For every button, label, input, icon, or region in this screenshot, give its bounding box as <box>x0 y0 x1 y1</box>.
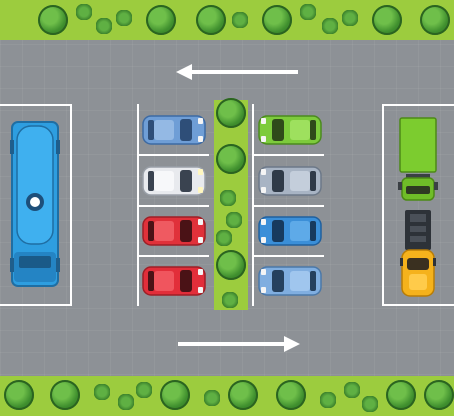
parking-line <box>137 255 209 257</box>
bush-icon <box>372 5 402 35</box>
bush-icon <box>160 380 190 410</box>
bush-icon <box>216 144 246 174</box>
plant-icon <box>320 392 336 408</box>
bush-icon <box>386 380 416 410</box>
car-sky-blue[interactable] <box>258 265 322 297</box>
car-light-blue[interactable] <box>142 114 206 146</box>
plant-icon <box>344 382 360 398</box>
car-green[interactable] <box>258 114 322 146</box>
tow-truck-yellow[interactable] <box>400 208 436 298</box>
plant-icon <box>222 292 238 308</box>
parking-line <box>137 154 209 156</box>
arrow-right-icon <box>176 334 300 359</box>
plant-icon <box>94 384 110 400</box>
parking-line <box>382 104 384 306</box>
parking-line <box>382 304 454 306</box>
parking-line <box>70 104 72 306</box>
bus-blue[interactable] <box>10 120 60 288</box>
parking-line <box>252 154 324 156</box>
plant-icon <box>232 12 248 28</box>
plant-icon <box>226 212 242 228</box>
bush-icon <box>228 380 258 410</box>
car-red-2[interactable] <box>142 265 206 297</box>
parking-line <box>252 255 324 257</box>
bush-icon <box>262 5 292 35</box>
car-white[interactable] <box>142 165 206 197</box>
plant-icon <box>322 18 338 34</box>
parking-line <box>252 205 324 207</box>
bush-icon <box>420 5 450 35</box>
bush-icon <box>38 5 68 35</box>
plant-icon <box>118 394 134 410</box>
bush-icon <box>50 380 80 410</box>
arrow-left-icon <box>176 62 300 87</box>
car-silver[interactable] <box>258 165 322 197</box>
plant-icon <box>362 396 378 412</box>
parking-line <box>137 205 209 207</box>
bush-icon <box>4 380 34 410</box>
plant-icon <box>216 230 232 246</box>
bush-icon <box>216 250 246 280</box>
plant-icon <box>96 18 112 34</box>
plant-icon <box>136 382 152 398</box>
plant-icon <box>342 10 358 26</box>
bush-icon <box>196 5 226 35</box>
bush-icon <box>146 5 176 35</box>
parking-line <box>0 304 72 306</box>
parking-line <box>0 104 72 106</box>
bush-icon <box>216 98 246 128</box>
car-blue[interactable] <box>258 215 322 247</box>
bush-icon <box>276 380 306 410</box>
plant-icon <box>116 10 132 26</box>
plant-icon <box>300 4 316 20</box>
plant-icon <box>204 390 220 406</box>
car-red-1[interactable] <box>142 215 206 247</box>
truck-green[interactable] <box>398 116 438 202</box>
plant-icon <box>220 190 236 206</box>
plant-icon <box>76 4 92 20</box>
bush-icon <box>424 380 454 410</box>
parking-line <box>382 104 454 106</box>
